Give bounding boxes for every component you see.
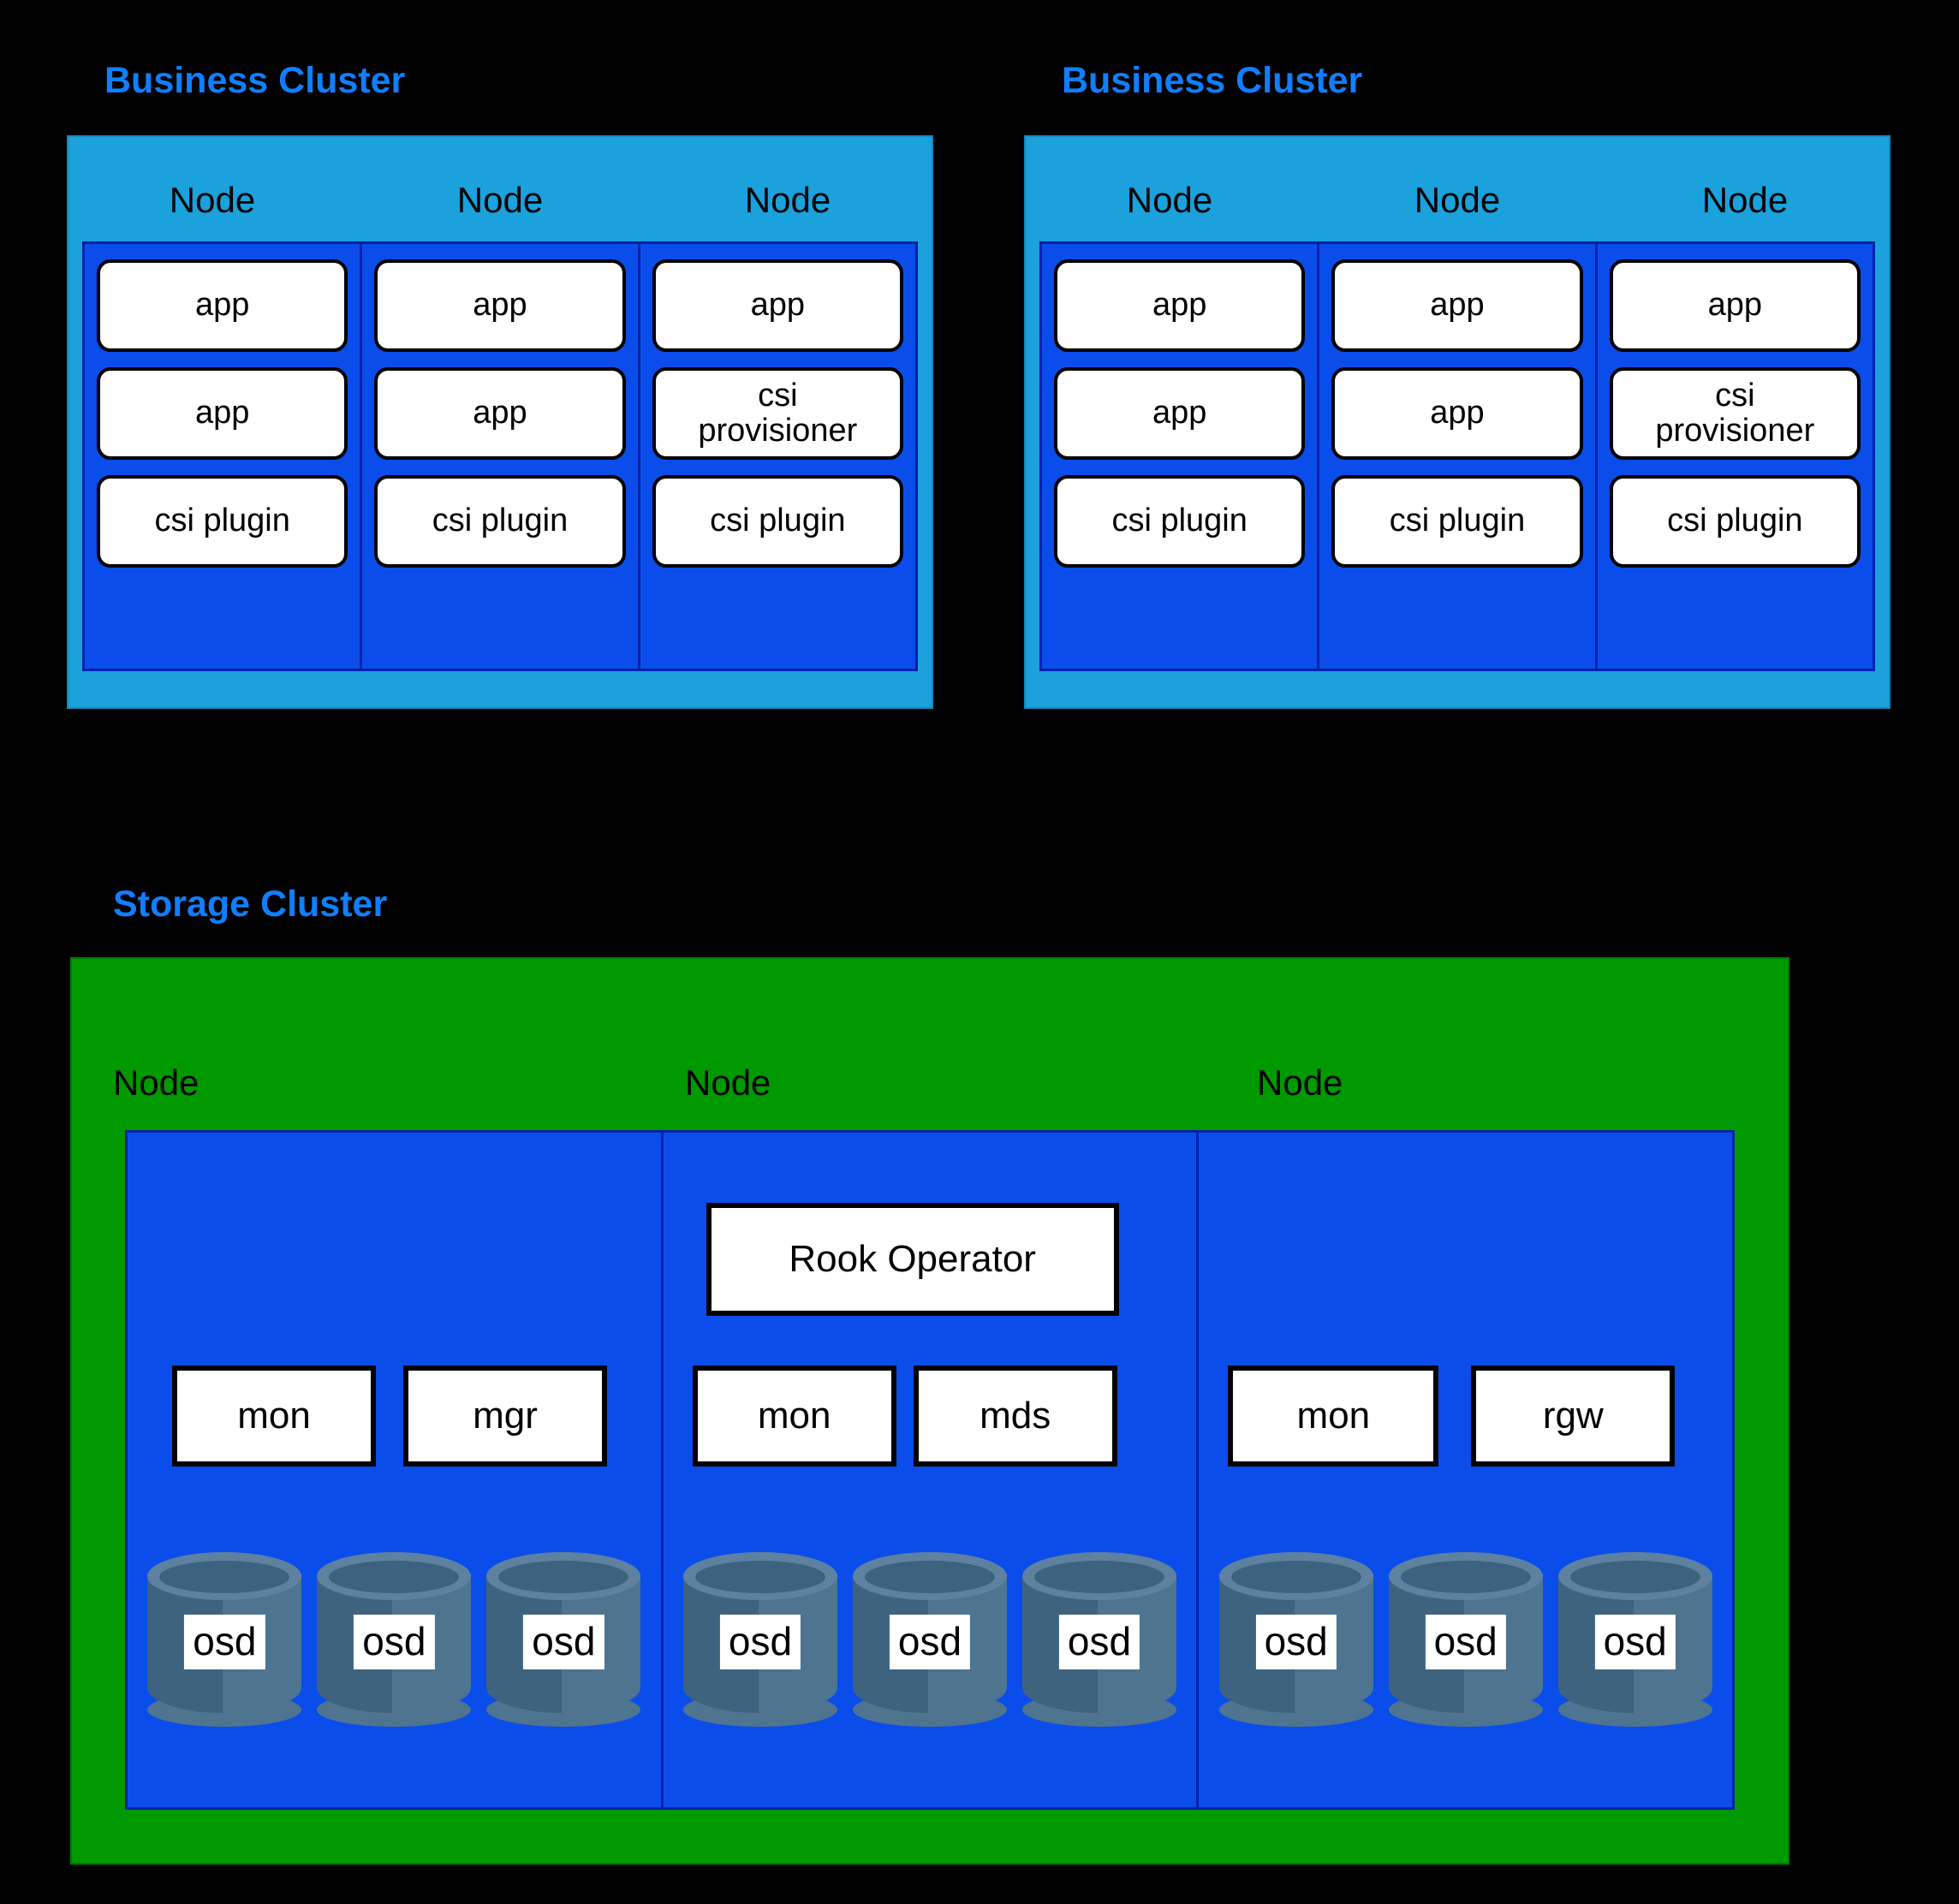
osd-cylinder-inner [159,1561,290,1593]
osd-cylinder[interactable]: osd [1557,1552,1712,1732]
business-cluster-2: Node Node Node app app csi plugin app ap… [1024,135,1891,709]
business-cluster-2-node-labels: Node Node Node [1026,137,1889,241]
osd-cylinder-inner [1569,1561,1700,1593]
node-label: Node [1126,180,1213,220]
pod-app[interactable]: app [97,367,348,460]
pod-app[interactable]: app [1054,367,1306,460]
business-cluster-1-nodes: app app csi plugin app app csi plugin ap… [82,241,918,671]
storage-node-column: mon rgw osd osd [1199,1133,1732,1807]
pod-app[interactable]: app [1609,259,1861,352]
osd-cylinder[interactable]: osd [317,1552,472,1732]
pod-app[interactable]: app [1054,259,1306,352]
daemon-rgw[interactable]: rgw [1471,1366,1676,1467]
osd-cylinder[interactable]: osd [1218,1552,1373,1732]
osd-group: osd osd osd [664,1552,1197,1732]
node-column: app app csi plugin [1042,244,1320,669]
business-cluster-1-title: Business Cluster [104,60,406,101]
node-label: Node [1701,180,1789,220]
daemon-mon[interactable]: mon [692,1366,896,1467]
node-label: Node [744,180,831,220]
storage-node-column: mon mgr osd osd [128,1133,664,1807]
node-column: app app csi plugin [362,244,640,669]
business-cluster-2-title: Business Cluster [1062,60,1363,101]
osd-cylinder[interactable]: osd [1388,1552,1543,1732]
pod-csi-plugin[interactable]: csi plugin [1331,475,1583,568]
osd-label: osd [889,1615,971,1669]
pod-app[interactable]: app [97,259,348,352]
storage-cluster-nodes: mon mgr osd osd [125,1130,1735,1810]
osd-label: osd [523,1615,604,1669]
business-cluster-1: Node Node Node app app csi plugin app ap… [67,135,933,709]
pod-app[interactable]: app [652,259,903,352]
node-label: Node [685,1062,771,1103]
osd-cylinder[interactable]: osd [486,1552,641,1732]
rook-operator[interactable]: Rook Operator [706,1203,1119,1316]
node-label: Node [169,180,256,220]
pod-csi-plugin[interactable]: csi plugin [374,475,626,568]
storage-cluster-title: Storage Cluster [113,884,388,925]
node-label: Node [1257,1062,1343,1103]
osd-cylinder[interactable]: osd [1022,1552,1176,1732]
node-column: app app csi plugin [1319,244,1598,669]
osd-cylinder-inner [1230,1561,1361,1593]
osd-label: osd [1255,1615,1337,1669]
osd-cylinder-inner [1034,1561,1164,1593]
daemon-mon[interactable]: mon [1228,1366,1439,1467]
pod-app[interactable]: app [374,367,626,460]
osd-cylinder-inner [1400,1561,1531,1593]
storage-cluster-node-labels: Node Node Node [72,959,1788,1130]
osd-group: osd osd osd [1199,1552,1732,1732]
daemon-mds[interactable]: mds [913,1366,1117,1467]
osd-cylinder-inner [865,1561,995,1593]
pod-csi-plugin[interactable]: csi plugin [652,475,903,568]
osd-label: osd [1058,1615,1140,1669]
osd-cylinder[interactable]: osd [683,1552,837,1732]
osd-label: osd [354,1615,435,1669]
pod-csi-plugin[interactable]: csi plugin [1054,475,1306,568]
osd-label: osd [1425,1615,1506,1669]
osd-cylinder-inner [695,1561,825,1593]
storage-node-column: Rook Operator mon mds osd osd [664,1133,1200,1807]
osd-cylinder-inner [498,1561,629,1593]
osd-cylinder-inner [329,1561,460,1593]
daemon-mgr[interactable]: mgr [403,1366,607,1467]
osd-cylinder[interactable]: osd [147,1552,302,1732]
business-cluster-1-node-labels: Node Node Node [68,137,932,241]
osd-group: osd osd osd [128,1552,661,1732]
osd-label: osd [1594,1615,1676,1669]
node-label: Node [456,180,544,220]
node-label: Node [1414,180,1501,220]
storage-cluster: Node Node Node mon mgr osd [70,957,1789,1865]
pod-csi-plugin[interactable]: csi plugin [1609,475,1861,568]
pod-app[interactable]: app [374,259,626,352]
node-column: app app csi plugin [85,244,363,669]
pod-app[interactable]: app [1331,367,1583,460]
node-label: Node [113,1062,199,1103]
pod-app[interactable]: app [1331,259,1583,352]
osd-cylinder[interactable]: osd [853,1552,1007,1732]
business-cluster-2-nodes: app app csi plugin app app csi plugin ap… [1039,241,1875,671]
osd-label: osd [184,1615,265,1669]
daemon-mon[interactable]: mon [172,1366,376,1467]
osd-label: osd [719,1615,801,1669]
pod-csi-plugin[interactable]: csi plugin [97,475,348,568]
